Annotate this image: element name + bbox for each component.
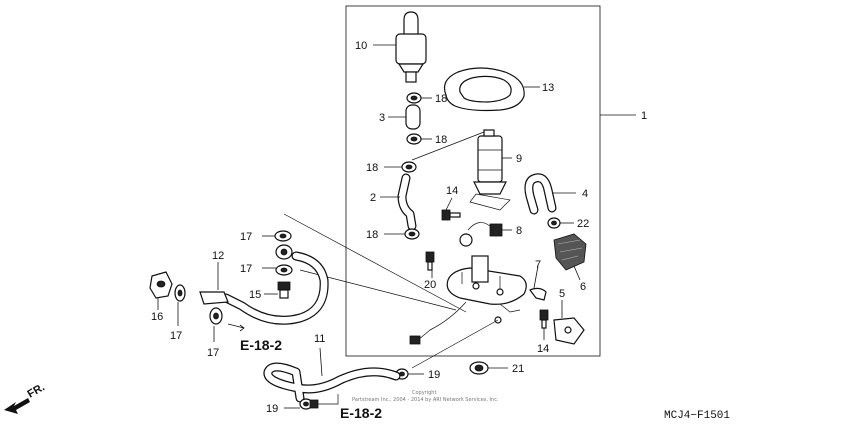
reference-e-18-2-lower[interactable]: E-18-2 — [340, 405, 382, 421]
front-direction-arrow-icon — [4, 398, 30, 414]
hose-clip-outlet-end[interactable] — [299, 398, 319, 410]
callout-12[interactable]: 12 — [212, 250, 224, 262]
callout-18-a[interactable]: 18 — [435, 93, 447, 105]
callout-11[interactable]: 11 — [314, 333, 325, 345]
callout-9[interactable]: 9 — [516, 153, 522, 165]
sealing-washer-c[interactable] — [174, 284, 186, 302]
sealing-washer-d[interactable] — [209, 307, 223, 325]
callout-19-b[interactable]: 19 — [266, 403, 278, 415]
callout-17-b[interactable]: 17 — [240, 263, 252, 275]
callout-14-lower[interactable]: 14 — [537, 343, 549, 355]
callout-19-a[interactable]: 19 — [428, 369, 440, 381]
reference-e-18-2-upper[interactable]: E-18-2 — [240, 337, 282, 353]
hose-clip-lower[interactable] — [401, 161, 417, 173]
callout-22[interactable]: 22 — [577, 218, 589, 230]
callout-8[interactable]: 8 — [516, 225, 522, 237]
banjo-bolt-fitting[interactable] — [275, 244, 293, 260]
callout-18-b[interactable]: 18 — [435, 134, 447, 146]
pump-connector[interactable] — [459, 222, 503, 247]
pump-base-plate[interactable] — [446, 255, 527, 324]
hose-clip-mid[interactable] — [406, 133, 422, 145]
callout-6[interactable]: 6 — [580, 281, 586, 293]
callout-15[interactable]: 15 — [249, 289, 261, 301]
callout-18-c[interactable]: 18 — [366, 162, 378, 174]
callout-4[interactable]: 4 — [582, 188, 588, 200]
callout-17-a[interactable]: 17 — [240, 231, 252, 243]
front-label: FR. — [26, 381, 47, 400]
sealing-washer-a[interactable] — [274, 230, 292, 242]
callout-20[interactable]: 20 — [424, 279, 436, 291]
fuel-hose-bent[interactable] — [397, 173, 417, 231]
bolt-lower[interactable] — [539, 309, 549, 329]
diagram-code: MCJ4−F1501 — [664, 410, 730, 422]
fuel-hose-outlet[interactable] — [263, 362, 401, 403]
callout-1[interactable]: 1 — [641, 110, 647, 122]
callout-3[interactable]: 3 — [379, 112, 385, 124]
fuel-pump[interactable] — [469, 129, 511, 211]
sealing-washer-b[interactable] — [275, 264, 293, 276]
assembly-box — [345, 5, 601, 357]
cap-nut[interactable] — [149, 271, 173, 299]
callout-13[interactable]: 13 — [542, 82, 554, 94]
copyright-line-2: Partstream Inc., 2004 - 2014 by ARI Netw… — [352, 397, 499, 403]
fuel-filter[interactable] — [395, 11, 427, 83]
callout-17-d[interactable]: 17 — [207, 347, 219, 359]
callout-21[interactable]: 21 — [512, 363, 524, 375]
mounting-bracket[interactable] — [553, 317, 585, 345]
fuel-hose-short[interactable] — [405, 104, 421, 130]
bolt-base[interactable] — [425, 251, 435, 271]
callout-2[interactable]: 2 — [370, 192, 376, 204]
hose-clip-bottom[interactable] — [404, 228, 420, 240]
callout-10[interactable]: 10 — [355, 40, 367, 52]
filter-sponge[interactable] — [553, 233, 587, 271]
hose-clip-top[interactable] — [406, 92, 422, 104]
wire-clip[interactable] — [529, 287, 547, 301]
set-plate[interactable] — [443, 67, 525, 112]
bolt-upper[interactable] — [441, 209, 461, 221]
callout-5[interactable]: 5 — [559, 288, 565, 300]
callout-7[interactable]: 7 — [535, 259, 541, 271]
callout-17-c[interactable]: 17 — [170, 330, 182, 342]
callout-16[interactable]: 16 — [151, 311, 163, 323]
banjo-bolt[interactable] — [277, 281, 291, 299]
fuel-hose-loop[interactable] — [199, 251, 329, 325]
hose-clip-right[interactable] — [547, 217, 561, 229]
grommet[interactable] — [469, 361, 489, 375]
callout-18-d[interactable]: 18 — [366, 229, 378, 241]
copyright-line-1: Copyright — [412, 390, 436, 396]
wiring-harness[interactable] — [409, 301, 499, 369]
fuel-hose-u[interactable] — [524, 173, 557, 215]
callout-14-upper[interactable]: 14 — [446, 185, 458, 197]
